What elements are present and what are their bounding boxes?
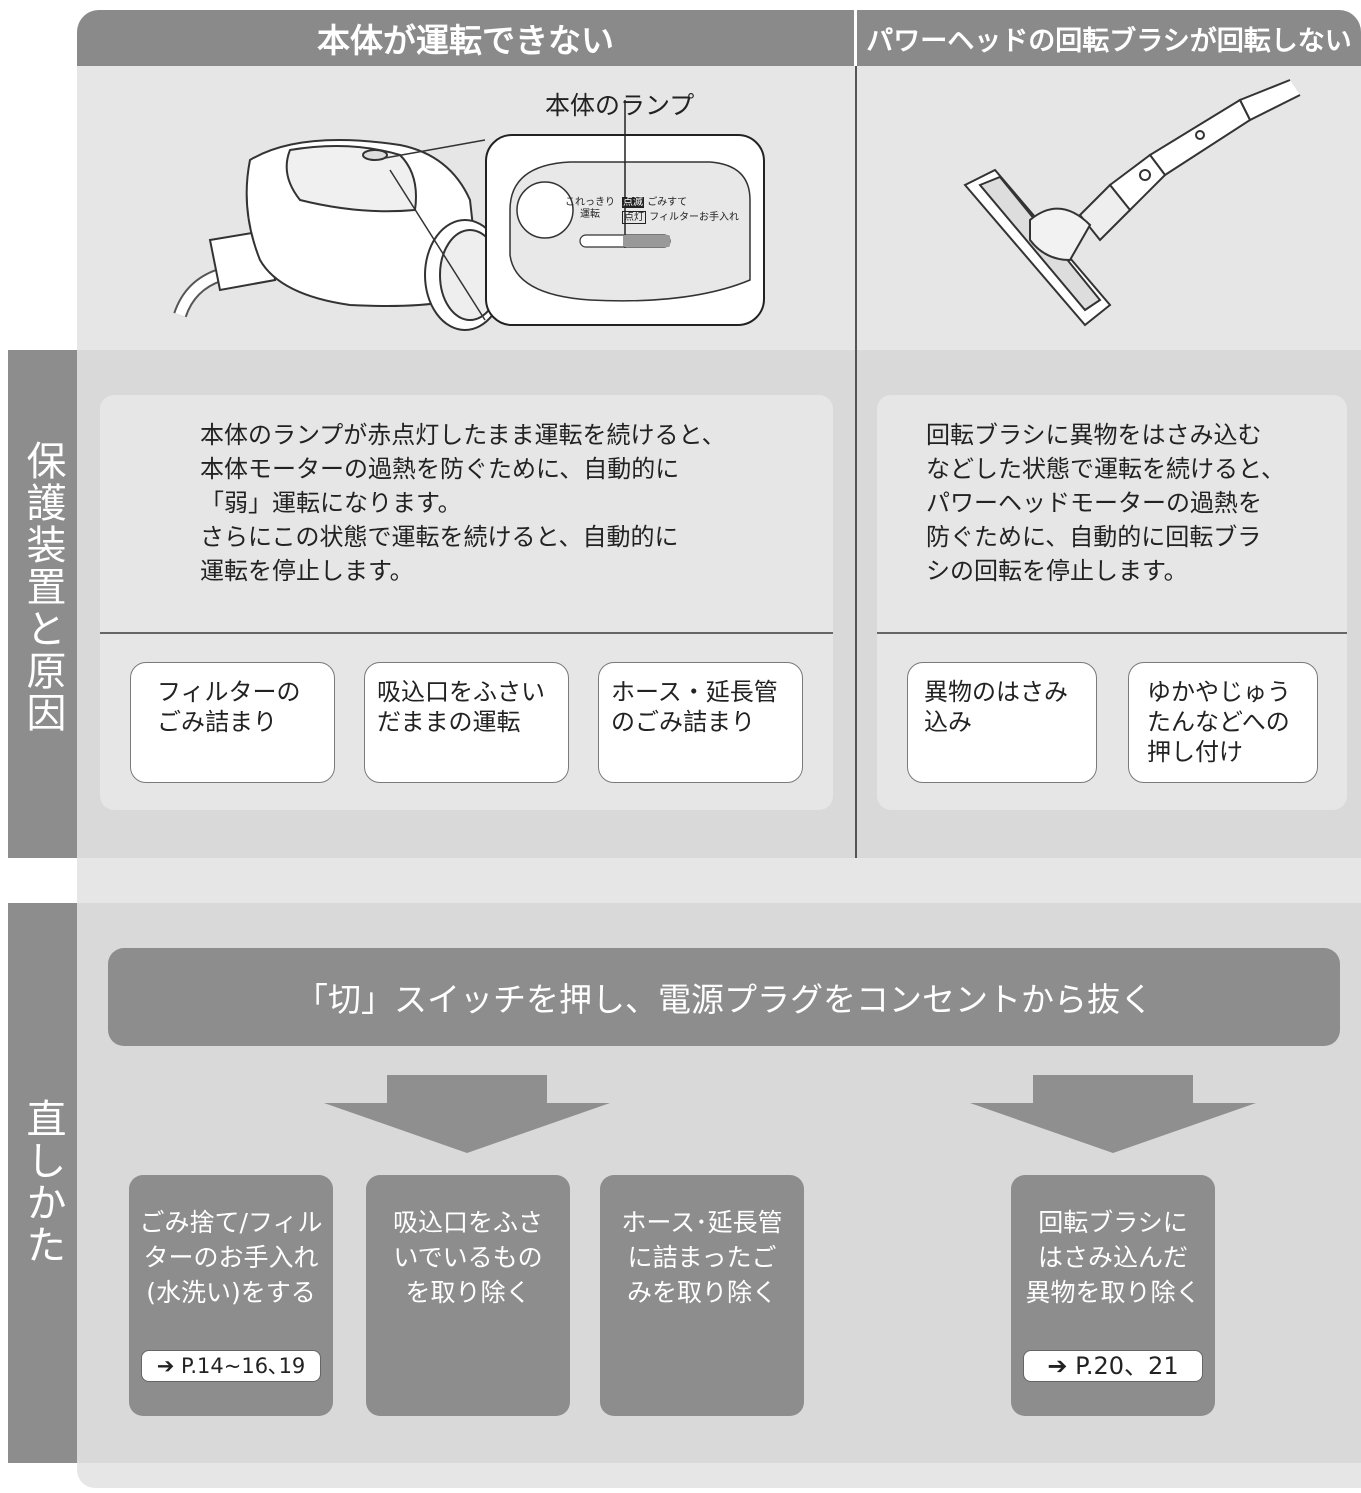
header-left-title: 本体が運転できない xyxy=(317,21,614,60)
header-left: 本体が運転できない xyxy=(77,10,854,66)
remedy-remove-object-text: 回転ブラシに はさみ込んだ 異物を取り除く xyxy=(1025,1208,1201,1307)
legend-lit-text: フィルターお手入れ xyxy=(649,211,739,223)
remedy-clear-inlet: 吸込口をふさ いでいるもの を取り除く xyxy=(366,1175,570,1416)
remedy-filter-care-text: ごみ捨て/フィル ターのお手入れ (水洗い)をする xyxy=(139,1208,323,1307)
panel-right-rule xyxy=(877,632,1347,634)
header-right-title: パワーヘッドの回転ブラシが回転しない xyxy=(866,25,1352,57)
remedy-clear-hose: ホース･延長管 に詰まったご みを取り除く xyxy=(600,1175,804,1416)
protection-left-text: 本体のランプが赤点灯したまま運転を続けると、 本体モーターの過熱を防ぐために、自… xyxy=(200,421,726,586)
vertical-divider xyxy=(855,66,857,858)
panel-left-rule xyxy=(100,632,833,634)
legend-blink-tag: 点滅 xyxy=(622,197,644,208)
legend-blink: 点滅 ごみすて xyxy=(622,196,739,211)
protection-sidebar: 保護装置と原因 xyxy=(8,350,77,858)
fix-banner-text: 「切」スイッチを押し、電源プラグをコンセントから抜く xyxy=(295,980,1153,1019)
header-divider xyxy=(854,10,857,66)
remedy-clear-hose-text: ホース･延長管 に詰まったご みを取り除く xyxy=(621,1208,783,1307)
remedy-filter-care: ごみ捨て/フィル ターのお手入れ (水洗い)をする ➔ P.14~16､19 xyxy=(129,1175,333,1416)
lamp-legend: 点滅 ごみすて 点灯 フィルターお手入れ xyxy=(622,196,739,225)
fix-banner: 「切」スイッチを押し、電源プラグをコンセントから抜く xyxy=(108,948,1340,1046)
lamp-callout-label: 本体のランプ xyxy=(545,91,695,120)
down-arrow-left xyxy=(324,1075,610,1153)
cause-foreign-object: 異物のはさみ 込み xyxy=(907,662,1097,783)
protection-right-text: 回転ブラシに異物をはさみ込む などした状態で運転を続けると、 パワーヘッドモータ… xyxy=(926,421,1286,586)
remedy-remove-object: 回転ブラシに はさみ込んだ 異物を取り除く ➔ P.20、21 xyxy=(1011,1175,1215,1416)
protection-label: 保護装置と原因 xyxy=(19,440,66,734)
power-head-illustration xyxy=(963,79,1301,327)
cause-filter-clog: フィルターの ごみ詰まり xyxy=(130,662,335,783)
bottom-band xyxy=(77,1463,1361,1488)
remedy-clear-inlet-text: 吸込口をふさ いでいるもの を取り除く xyxy=(392,1208,543,1307)
page-ref-14-16-19: ➔ P.14~16､19 xyxy=(141,1350,321,1382)
fix-label: 直しかた xyxy=(19,1098,66,1266)
legend-blink-text: ごみすて xyxy=(647,197,688,208)
gap-band xyxy=(77,858,1361,903)
legend-lit-tag: 点灯 xyxy=(622,210,646,224)
down-arrow-right xyxy=(970,1075,1256,1153)
cause-blocked-inlet: 吸込口をふさい だままの運転 xyxy=(364,662,569,783)
page-ref-20-21: ➔ P.20、21 xyxy=(1023,1350,1203,1382)
lamp-button-label: これっきり 運転 xyxy=(565,197,615,220)
fix-sidebar: 直しかた xyxy=(8,903,77,1463)
cause-pressing-floor: ゆかやじゅう たんなどへの 押し付け xyxy=(1128,662,1318,783)
header-right: パワーヘッドの回転ブラシが回転しない xyxy=(857,10,1361,66)
vacuum-cleaner-illustration xyxy=(173,100,765,331)
cause-hose-clog: ホース・延長管 のごみ詰まり xyxy=(598,662,803,783)
legend-lit: 点灯 フィルターお手入れ xyxy=(622,210,739,226)
